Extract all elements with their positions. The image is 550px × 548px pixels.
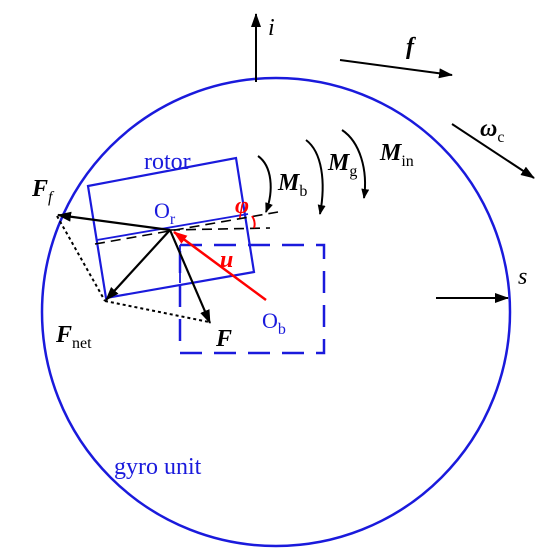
force-F-label: F — [215, 326, 232, 352]
force-F-arrow — [168, 229, 212, 324]
force-Fnet-arrow — [105, 229, 171, 301]
point-Or-label: Or — [154, 198, 176, 228]
point-Or-symbol: O — [154, 198, 170, 223]
parallelogram-dotted-bottom — [104, 300, 210, 323]
rotor-rectangle — [86, 156, 256, 300]
point-Ob-label: Ob — [262, 308, 286, 338]
omega-subscript: c — [497, 129, 504, 146]
moment-b-symbol: M — [277, 170, 301, 196]
omega-c-label: ωc — [480, 116, 504, 146]
moment-in-symbol: M — [379, 140, 403, 166]
direction-f-arrow — [339, 59, 453, 79]
gyro-unit-circle — [40, 76, 512, 548]
moment-g-label: Mg — [327, 150, 357, 180]
moment-g-arc — [305, 139, 326, 215]
rotor-inner-line — [96, 213, 249, 241]
moment-b-subscript: b — [299, 183, 307, 200]
moment-b-arc — [257, 155, 273, 213]
force-Ff-arrow — [57, 211, 171, 232]
horizontal-reference-dashed — [169, 227, 271, 231]
force-Ff-label: Ff — [31, 176, 55, 206]
phi-label: φ — [235, 193, 249, 219]
omega-symbol: ω — [480, 116, 497, 142]
parallelogram-dotted-left — [56, 215, 106, 302]
moment-g-subscript: g — [349, 163, 357, 180]
force-Fnet-subscript: net — [72, 335, 92, 352]
point-Or-subscript: r — [170, 211, 176, 228]
point-Ob-subscript: b — [278, 321, 286, 338]
vector-u-arrow — [173, 230, 267, 302]
phi-angle-arc — [251, 215, 256, 229]
moment-in-label: Min — [379, 140, 414, 170]
axis-s-label: s — [518, 264, 527, 290]
force-Ff-subscript: f — [48, 189, 55, 206]
point-Ob-symbol: O — [262, 308, 278, 333]
base-dashed-rectangle — [178, 243, 326, 355]
axis-i-label: i — [268, 15, 275, 41]
gyro-unit-label: gyro unit — [114, 454, 202, 480]
moment-b-label: Mb — [277, 170, 307, 200]
moment-in-subscript: in — [401, 153, 413, 170]
force-Fnet-symbol: F — [55, 322, 72, 348]
moment-in-arc — [341, 129, 370, 199]
omega-c-arrow — [451, 123, 535, 179]
rotor-label: rotor — [144, 149, 191, 175]
direction-f-label: f — [406, 34, 416, 60]
moment-g-symbol: M — [327, 150, 351, 176]
force-Fnet-label: Fnet — [55, 322, 92, 352]
force-Ff-symbol: F — [31, 176, 48, 202]
vector-u-label: u — [220, 247, 233, 273]
